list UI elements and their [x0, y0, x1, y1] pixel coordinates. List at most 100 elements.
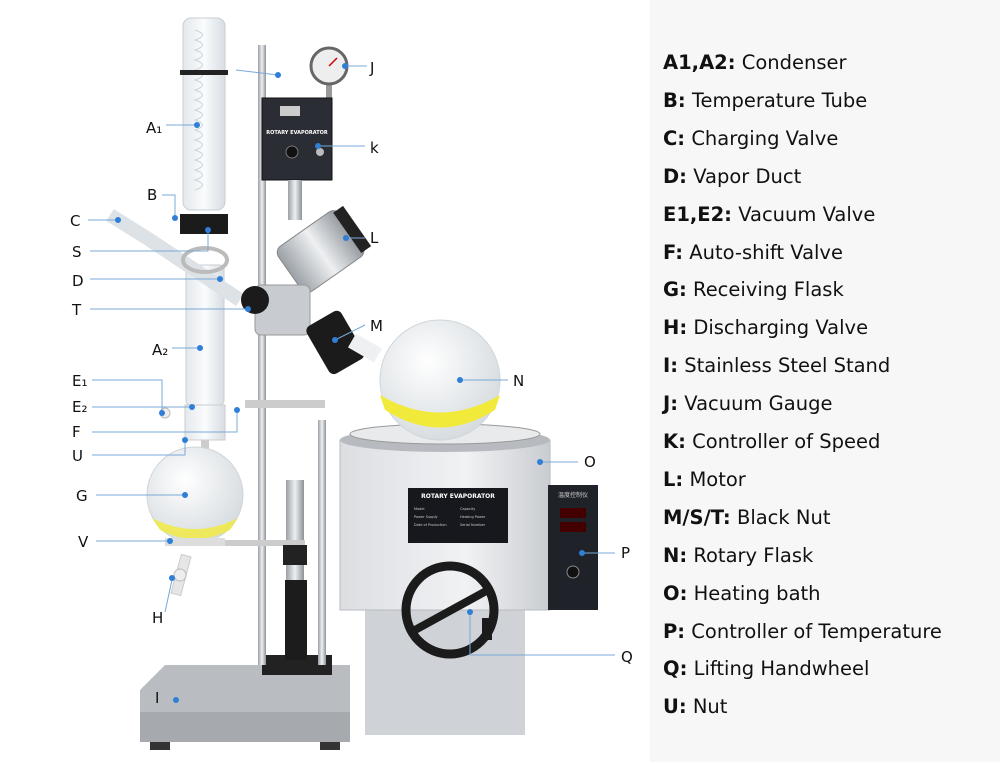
- callout-f: F: [72, 423, 81, 441]
- legend-key: H:: [663, 316, 688, 340]
- callout-p: P: [621, 544, 630, 562]
- svg-text:Power Supply: Power Supply: [414, 515, 438, 519]
- legend-key: P:: [663, 619, 686, 643]
- legend-key: A1,A2:: [663, 51, 736, 74]
- legend-item: U: Nut: [663, 695, 727, 718]
- legend-item: N: Rotary Flask: [663, 544, 813, 567]
- legend-text: Temperature Tube: [691, 88, 868, 112]
- callout-s: S: [72, 243, 82, 261]
- legend-item: B: Temperature Tube: [663, 89, 867, 112]
- legend-key: N:: [663, 543, 688, 567]
- legend-item: J: Vacuum Gauge: [663, 392, 832, 415]
- legend-text: Vacuum Gauge: [684, 392, 833, 416]
- legend-item: D: Vapor Duct: [663, 165, 801, 188]
- legend-item: O: Heating bath: [663, 582, 821, 605]
- callout-d: D: [72, 272, 84, 290]
- legend-item: Q: Lifting Handwheel: [663, 657, 869, 680]
- callout-o: O: [584, 453, 596, 471]
- receiving-flask: [146, 446, 244, 597]
- legend-item: I: Stainless Steel Stand: [663, 354, 890, 377]
- legend-item: C: Charging Valve: [663, 127, 838, 150]
- callout-v: V: [78, 533, 89, 551]
- callout-e1: E₁: [72, 372, 88, 390]
- vacuum-gauge: [309, 46, 349, 102]
- legend-text: Controller of Temperature: [691, 619, 942, 643]
- legend-text: Stainless Steel Stand: [684, 354, 891, 378]
- legend-key: M/S/T:: [663, 505, 731, 529]
- callout-a1: A₁: [146, 119, 162, 137]
- controller-label: ROTARY EVAPORATOR: [266, 130, 328, 136]
- legend-text: Nut: [692, 695, 728, 719]
- legend-item: G: Receiving Flask: [663, 278, 844, 301]
- legend-item: A1,A2: Condenser: [663, 51, 847, 74]
- temperature-controller: 温度控制仪: [548, 485, 598, 610]
- svg-text:ROTARY EVAPORATOR: ROTARY EVAPORATOR: [421, 493, 495, 500]
- callout-l: L: [370, 229, 379, 247]
- legend-text: Motor: [689, 467, 746, 491]
- legend-item: H: Discharging Valve: [663, 316, 868, 339]
- motor: [254, 205, 372, 336]
- legend-key: D:: [663, 164, 687, 188]
- legend-key: O:: [663, 581, 688, 605]
- svg-text:Serial Number: Serial Number: [460, 523, 486, 527]
- legend-text: Auto-shift Valve: [689, 240, 843, 264]
- callout-e2: E₂: [72, 398, 88, 416]
- legend-item: K: Controller of Speed: [663, 430, 880, 453]
- callout-i: I: [155, 689, 159, 707]
- callout-m: M: [370, 317, 383, 335]
- callout-a2: A₂: [152, 341, 168, 359]
- legend-text: Vacuum Valve: [738, 202, 876, 226]
- legend-text: Controller of Speed: [692, 430, 881, 453]
- legend-item: M/S/T: Black Nut: [663, 506, 831, 529]
- callout-t: T: [71, 301, 82, 319]
- svg-text:Capacity: Capacity: [460, 507, 475, 511]
- legend-key: U:: [663, 695, 687, 719]
- legend-text: Black Nut: [736, 505, 831, 529]
- legend-key: I:: [663, 354, 679, 378]
- callout-n: N: [513, 372, 524, 390]
- bath-nameplate: ROTARY EVAPORATOR Model Capacity Power S…: [408, 488, 508, 543]
- callout-g: G: [76, 487, 88, 505]
- callout-k: k: [370, 139, 379, 157]
- legend-text: Condenser: [741, 51, 847, 74]
- lifting-handwheel[interactable]: [401, 561, 499, 659]
- callout-c: C: [70, 212, 80, 230]
- callout-q: Q: [621, 648, 633, 666]
- rotary-evaporator-photo: ROTARY EVAPORATOR: [70, 17, 633, 750]
- legend-key: K:: [663, 430, 686, 453]
- legend-key: C:: [663, 126, 686, 150]
- stainless-steel-stand: [140, 45, 350, 750]
- svg-text:Model: Model: [414, 507, 425, 511]
- leader-lines: [88, 65, 615, 656]
- legend-text: Receiving Flask: [693, 278, 844, 302]
- legend-text: Charging Valve: [691, 126, 839, 150]
- legend-key: Q:: [663, 657, 688, 681]
- heating-bath: ROTARY EVAPORATOR Model Capacity Power S…: [339, 423, 551, 735]
- legend-key: E1,E2:: [663, 202, 732, 226]
- legend-item: L: Motor: [663, 468, 746, 491]
- callout-j: J: [369, 59, 374, 77]
- legend-text: Vapor Duct: [693, 164, 802, 188]
- callout-dots: [115, 63, 585, 703]
- legend-item: P: Controller of Temperature: [663, 620, 942, 643]
- callout-labels: A₁ B C S D T A₂ E₁ E₂ F U G V H I J k L …: [70, 59, 633, 707]
- svg-text:Date of Production: Date of Production: [414, 523, 447, 527]
- legend-key: G:: [663, 278, 687, 302]
- callout-b: B: [147, 186, 157, 204]
- callout-h: H: [152, 609, 163, 627]
- legend-text: Heating bath: [693, 581, 821, 605]
- rotary-flask: [348, 319, 501, 441]
- legend-key: L:: [663, 467, 684, 491]
- legend-text: Rotary Flask: [693, 543, 814, 567]
- legend-text: Lifting Handwheel: [693, 657, 870, 681]
- legend-item: E1,E2: Vacuum Valve: [663, 203, 875, 226]
- legend-key: B:: [663, 88, 686, 112]
- callout-u: U: [72, 447, 83, 465]
- condenser: [106, 17, 244, 406]
- legend-item: F: Auto-shift Valve: [663, 241, 843, 264]
- speed-controller: ROTARY EVAPORATOR: [261, 97, 333, 220]
- legend-key: J:: [663, 392, 679, 416]
- legend-text: Discharging Valve: [693, 316, 869, 340]
- svg-text:温度控制仪: 温度控制仪: [558, 491, 588, 499]
